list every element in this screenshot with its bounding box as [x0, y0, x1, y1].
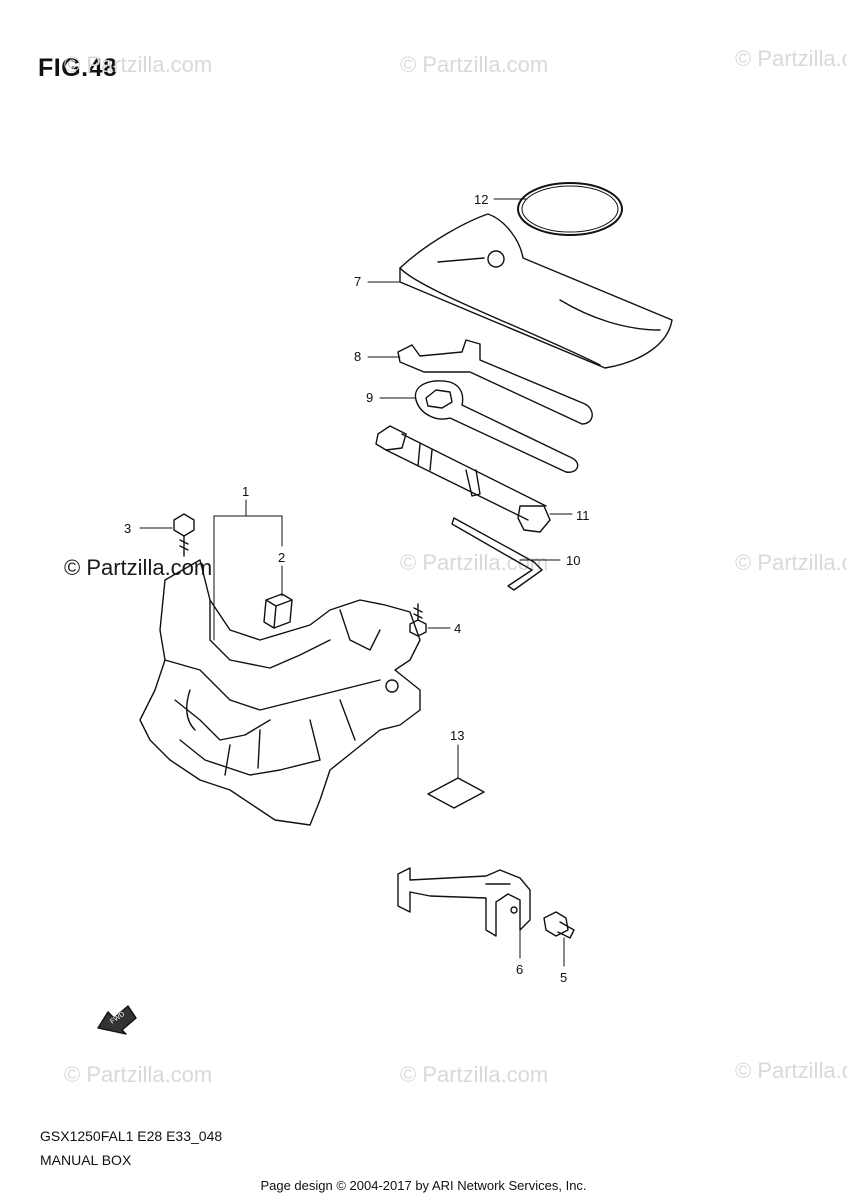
- callout-2[interactable]: 2: [278, 550, 285, 565]
- forward-arrow-icon: [97, 1005, 137, 1035]
- callout-4[interactable]: 4: [454, 621, 461, 636]
- part-7-tool-bag[interactable]: [399, 213, 673, 369]
- part-12-band[interactable]: [517, 182, 623, 236]
- watermark: © Partzilla.com: [735, 1058, 847, 1083]
- callout-11[interactable]: 11: [576, 508, 590, 523]
- section-name: MANUAL BOX: [40, 1152, 132, 1168]
- callout-9[interactable]: 9: [366, 390, 373, 405]
- callout-8[interactable]: 8: [354, 349, 361, 364]
- figure-title: FIG.48: [38, 54, 118, 82]
- callout-10[interactable]: 10: [566, 553, 580, 568]
- part-6-bracket[interactable]: [397, 867, 531, 937]
- callout-1[interactable]: 1: [242, 484, 249, 499]
- watermark: © Partzilla.com: [64, 52, 213, 77]
- callout-7[interactable]: 7: [354, 274, 361, 289]
- callout-6[interactable]: 6: [516, 962, 523, 977]
- watermark: © Partzilla.com: [400, 550, 549, 575]
- part-3-bolt[interactable]: [173, 513, 195, 557]
- watermark: © Partzilla.com: [400, 52, 549, 77]
- footer-credit: Page design © 2004-2017 by ARI Network S…: [260, 1178, 587, 1193]
- model-code: GSX1250FAL1 E28 E33_048: [40, 1128, 223, 1144]
- watermark: © Partzilla.com: [64, 1062, 213, 1087]
- leader-lines: [139, 198, 573, 967]
- part-2-cushion[interactable]: [263, 593, 293, 629]
- watermark: © Partzilla.com: [735, 46, 847, 71]
- callout-13[interactable]: 13: [450, 728, 464, 743]
- watermark: © Partzilla.com: [400, 1062, 549, 1087]
- part-1-manual-box[interactable]: [139, 559, 421, 826]
- part-11-socket-bar[interactable]: [375, 425, 551, 533]
- watermark: © Partzilla.com: [735, 550, 847, 575]
- callout-5[interactable]: 5: [560, 970, 567, 985]
- part-9-box-wrench[interactable]: [414, 380, 579, 473]
- part-4-screw[interactable]: [409, 603, 427, 637]
- part-5-bolt[interactable]: [543, 911, 575, 939]
- part-13-pad[interactable]: [427, 777, 485, 809]
- callout-12[interactable]: 12: [474, 192, 488, 207]
- callout-3[interactable]: 3: [124, 521, 131, 536]
- part-10-hex-key[interactable]: [451, 517, 543, 591]
- part-8-spanner[interactable]: [397, 339, 593, 425]
